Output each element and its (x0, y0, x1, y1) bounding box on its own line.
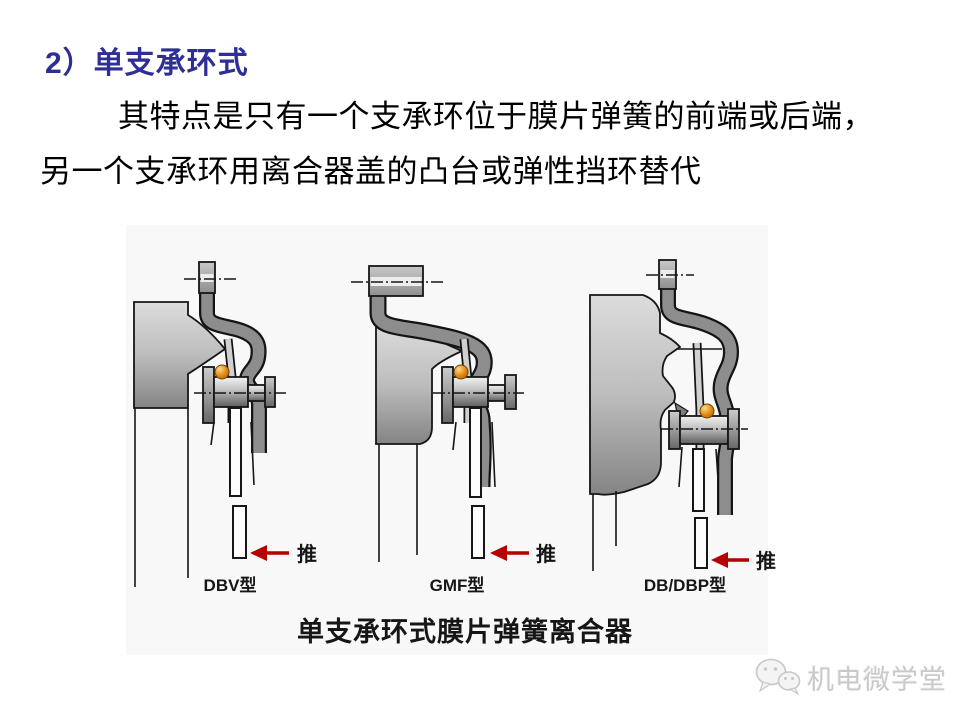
flywheel-shape (589, 294, 682, 496)
diagram-dbdbp: 推 DB/DBP型 (589, 259, 776, 595)
figure-panel: 推 DBV型 推 GMF型 (126, 225, 776, 655)
watermark-text: 机电微学堂 (807, 664, 947, 695)
variant-label-gmf: GMF型 (430, 575, 485, 595)
push-arrow-icon (490, 545, 529, 561)
diagram-dbv: 推 DBV型 (133, 261, 317, 595)
release-bearing-hub (194, 366, 288, 424)
figure-caption: 单支承环式膜片弹簧离合器 (297, 616, 633, 647)
variant-label-dbdbp: DB/DBP型 (644, 575, 726, 595)
support-ring-dot (453, 364, 469, 380)
watermark: 机电微学堂 (754, 656, 947, 698)
body-paragraph: 其特点是只有一个支承环位于膜片弹簧的前端或后端， 另一个支承环用离合器盖的凸台或… (40, 89, 930, 199)
push-label: 推 (756, 549, 776, 573)
support-ring-dot (699, 403, 715, 419)
release-finger-rod (229, 407, 242, 497)
clutch-diagram-svg: 推 DBV型 推 GMF型 (133, 259, 776, 647)
push-label: 推 (297, 542, 317, 566)
push-arrow-icon (711, 552, 749, 568)
spring-finger-lines (210, 421, 255, 486)
flywheel-rim-line (378, 444, 418, 562)
page-title: 2）单支承环式 (45, 47, 249, 80)
spring-finger-lines (678, 446, 719, 488)
body-line-1: 其特点是只有一个支承环位于膜片弹簧的前端或后端， (118, 99, 874, 134)
diagram-gmf: 推 GMF型 (351, 265, 556, 595)
bolt-band (660, 270, 675, 278)
support-ring-dot (214, 364, 230, 380)
release-bearing-hub (433, 366, 524, 424)
spring-finger-lines (452, 421, 496, 488)
bolt-band (200, 274, 214, 282)
variant-label-dbv: DBV型 (204, 575, 257, 595)
release-finger-rod (469, 407, 482, 498)
flywheel-rim-line (134, 408, 189, 587)
body-line-2: 另一个支承环用离合器盖的凸台或弹性挡环替代 (40, 154, 702, 189)
release-finger-rod (692, 448, 705, 512)
flywheel-rim-line (592, 491, 617, 571)
wechat-logo-icon (755, 658, 801, 696)
push-label: 推 (536, 542, 556, 566)
push-arrow-icon (250, 545, 289, 561)
push-rod (694, 517, 708, 569)
push-rod (471, 505, 485, 559)
push-rod (232, 505, 247, 559)
release-bearing-hub (661, 408, 748, 450)
